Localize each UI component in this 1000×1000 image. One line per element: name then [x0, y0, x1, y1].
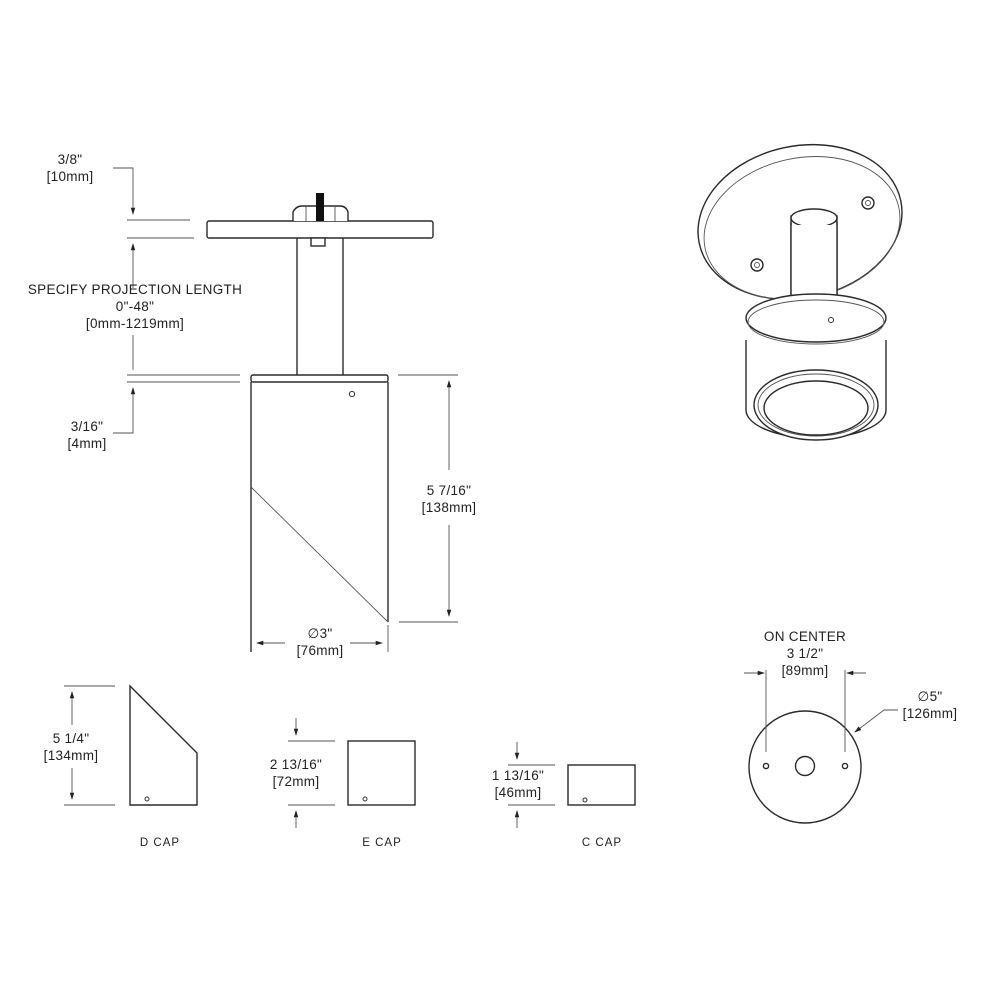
d-cap-title: D CAP	[139, 837, 181, 849]
angled-cut	[250, 486, 389, 623]
plate-diameter-imperial: ∅5"	[917, 689, 943, 704]
plate-thickness-metric: 10mm	[30, 168, 110, 185]
dim-gap-label: 3/16" 4mm	[47, 418, 127, 452]
d-cap-imperial: 5 1/4"	[52, 731, 90, 746]
dim-body-height	[398, 374, 458, 623]
d-cap-drawing	[64, 684, 198, 806]
projection-metric: 0mm-1219mm	[20, 315, 250, 332]
dim-gap	[113, 374, 240, 434]
c-cap-imperial: 1 13/16"	[491, 768, 545, 783]
dim-body-height-label: 5 7/16" 138mm	[404, 482, 494, 516]
mounting-plate	[206, 220, 434, 239]
plate-diameter-metric: 126mm	[890, 705, 970, 722]
e-cap-title: E CAP	[362, 837, 402, 849]
threaded-bolt	[316, 193, 324, 221]
d-cap-metric: 134mm	[31, 747, 111, 764]
side-view-fixture	[206, 193, 434, 652]
isometric-view	[697, 143, 903, 441]
plate-thickness-imperial: 3/8"	[57, 152, 83, 167]
body-diameter-imperial: ∅3"	[307, 626, 333, 641]
on-center-metric: 89mm	[750, 662, 860, 679]
c-cap-metric: 46mm	[478, 784, 558, 801]
e-cap-metric: 72mm	[256, 773, 336, 790]
e-cap-imperial: 2 13/16"	[269, 757, 323, 772]
e-cap-height-label: 2 13/16" 72mm	[256, 756, 336, 790]
body-height-metric: 138mm	[404, 499, 494, 516]
e-cap-drawing	[288, 718, 416, 828]
gap-metric: 4mm	[47, 435, 127, 452]
dim-plate-thickness-label: 3/8" 10mm	[30, 151, 110, 185]
body-height-imperial: 5 7/16"	[426, 483, 472, 498]
on-center-imperial: 3 1/2"	[786, 646, 824, 661]
c-cap-drawing	[508, 742, 636, 828]
projection-title: SPECIFY PROJECTION LENGTH	[27, 282, 243, 297]
plate-diameter-label: ∅5" 126mm	[890, 688, 970, 722]
dim-body-diameter-label: ∅3" 76mm	[280, 625, 360, 659]
on-center-title: ON CENTER	[763, 629, 847, 644]
plate-top-view	[744, 670, 898, 824]
projection-length-label: SPECIFY PROJECTION LENGTH 0"-48" 0mm-121…	[20, 281, 250, 332]
gap-imperial: 3/16"	[70, 419, 104, 434]
c-cap-height-label: 1 13/16" 46mm	[478, 767, 558, 801]
d-cap-height-label: 5 1/4" 134mm	[31, 730, 111, 764]
projection-imperial: 0"-48"	[115, 299, 155, 314]
dim-plate-thickness	[113, 167, 194, 370]
c-cap-title: C CAP	[581, 837, 623, 849]
body-diameter-metric: 76mm	[280, 642, 360, 659]
on-center-label: ON CENTER 3 1/2" 89mm	[750, 628, 860, 679]
